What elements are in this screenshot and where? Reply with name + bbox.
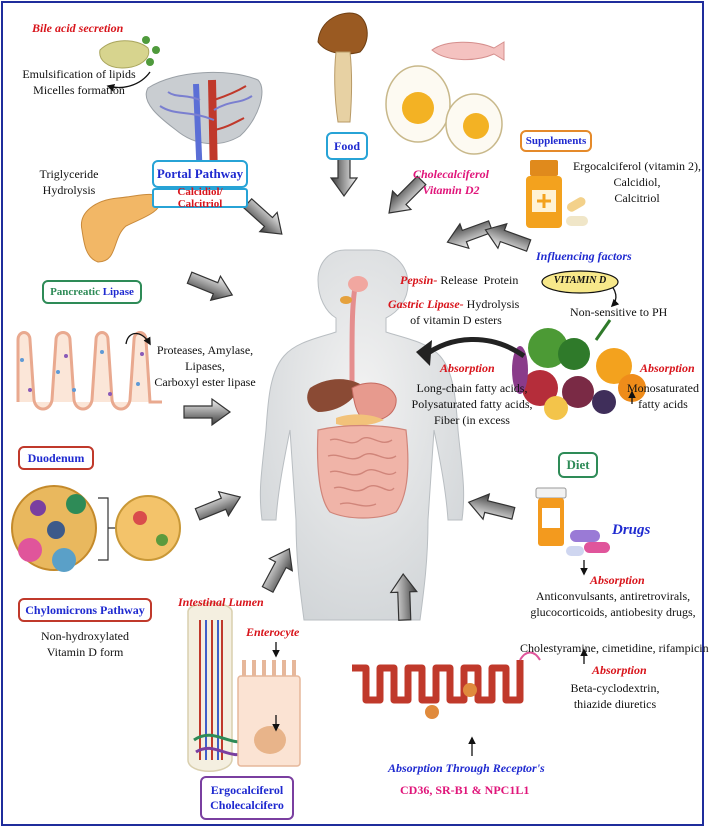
intestinal-lumen-illustration	[187, 602, 301, 772]
drugs-line-5: thiazide diuretics	[573, 697, 657, 711]
supplements-line-1: Ergocalciferol (vitamin 2),	[572, 159, 702, 173]
pepsin-line: Pepsin- Release Protein	[400, 273, 519, 288]
chylomicrons-line-2: Vitamin D form	[46, 645, 124, 659]
pancreatic-part-1: Pancreatic	[50, 286, 100, 298]
food-box: Food	[326, 132, 368, 160]
absorption-left-line-2: Polysaturated fatty acids,	[411, 397, 533, 411]
drugs-absorption-2: Absorption	[592, 663, 647, 677]
chylomicron-illustration	[11, 485, 181, 572]
cholecalciferol-line-1: Cholecalciferol	[413, 167, 489, 181]
liver-illustration	[99, 36, 263, 181]
duodenum-box: Duodenum	[18, 446, 94, 470]
gastric-line-2: of vitamin D esters	[410, 313, 502, 327]
diet-box: Diet	[558, 452, 598, 478]
duodenum-illustration	[16, 331, 162, 411]
absorption-left-title: Absorption	[440, 361, 495, 375]
cholecalciferol-line-2: Vitamin D2	[422, 183, 480, 197]
human-body-illustration	[259, 249, 465, 621]
triglyceride-line-1: Triglyceride	[39, 167, 99, 181]
triglyceride-line-2: Hydrolysis	[42, 183, 96, 197]
receptor-list: CD36, SR-B1 & NPC1L1	[400, 783, 530, 797]
ergocalciferol-line-1: Ergocalciferol	[210, 783, 284, 797]
absorption-right-line-2: fatty acids	[638, 397, 688, 411]
pepsin-label: Pepsin-	[400, 273, 438, 287]
receptor-protein-illustration	[352, 651, 541, 756]
chylomicrons-line-1: Non-hydroxylated	[41, 629, 129, 643]
drugs-line-3: Cholestyramine, cimetidine, rifampicin.	[520, 641, 709, 655]
ergocalciferol-box: Ergocalciferol Cholecalcifero	[200, 776, 294, 820]
gastric-line: Gastric Lipase- Hydrolysis	[388, 297, 520, 312]
chylomicrons-box: Chylomicrons Pathway	[18, 598, 152, 622]
bile-line-1: Emulsification of lipids	[22, 67, 136, 81]
pancreatic-part-2: Lipase	[99, 286, 134, 298]
intestinal-lumen-label: Intestinal Lumen	[178, 595, 264, 609]
diet-food-illustration	[512, 319, 646, 420]
receptor-title: Absorption Through Receptor's	[388, 761, 545, 775]
diet-curved-arrow	[422, 337, 526, 359]
drugs-absorption-1: Absorption	[590, 573, 645, 587]
ergocalciferol-line-2: Cholecalcifero	[210, 798, 284, 812]
bile-line-2: Micelles formation	[33, 83, 125, 97]
bile-acid-title: Bile acid secretion	[32, 21, 124, 35]
drugs-label: Drugs	[612, 522, 651, 538]
supplement-bottle-illustration	[526, 160, 588, 228]
fish-egg-illustration	[385, 41, 505, 155]
absorption-left-line-1: Long-chain fatty acids,	[416, 381, 528, 395]
drug-bottle-illustration	[535, 487, 610, 556]
duodenum-line-3: Carboxyl ester lipase	[154, 375, 256, 389]
drugs-line-4: Beta-cyclodextrin,	[570, 681, 660, 695]
absorption-left-line-3: Fiber (in excess	[434, 413, 510, 427]
mushroom-illustration	[317, 12, 368, 123]
supplements-line-2: Calcidiol,	[613, 175, 661, 189]
enterocyte-label: Enterocyte	[246, 625, 300, 639]
gastric-text: Hydrolysis	[463, 297, 520, 311]
pancreatic-lipase-box: Pancreatic Lipase	[42, 280, 142, 304]
absorption-right-line-1: Monosaturated	[627, 381, 699, 395]
supplements-line-3: Calcitriol	[614, 191, 660, 205]
pancreas-illustration	[80, 193, 161, 263]
duodenum-line-1: Proteases, Amylase,	[156, 343, 254, 357]
absorption-right-title: Absorption	[640, 361, 695, 375]
influencing-factors-title: Influencing factors	[536, 249, 632, 263]
drugs-line-2: glucocorticoids, antiobesity drugs,	[530, 605, 696, 619]
vitamin-d-ellipse	[541, 270, 619, 294]
portal-pathway-box: Portal Pathway	[152, 160, 248, 188]
supplements-box: Supplements	[520, 130, 592, 152]
gastric-label: Gastric Lipase-	[388, 297, 464, 311]
vitamin-d-label: VITAMIN D	[553, 275, 607, 286]
portal-sub-box: Calcidiol/ Calcitriol	[152, 186, 248, 210]
duodenum-line-2: Lipases,	[185, 359, 225, 373]
non-sensitive-text: Non-sensitive to PH	[570, 305, 668, 319]
drugs-line-1: Anticonvulsants, antiretrovirals,	[535, 589, 691, 603]
pepsin-text: Release Protein	[437, 273, 519, 287]
